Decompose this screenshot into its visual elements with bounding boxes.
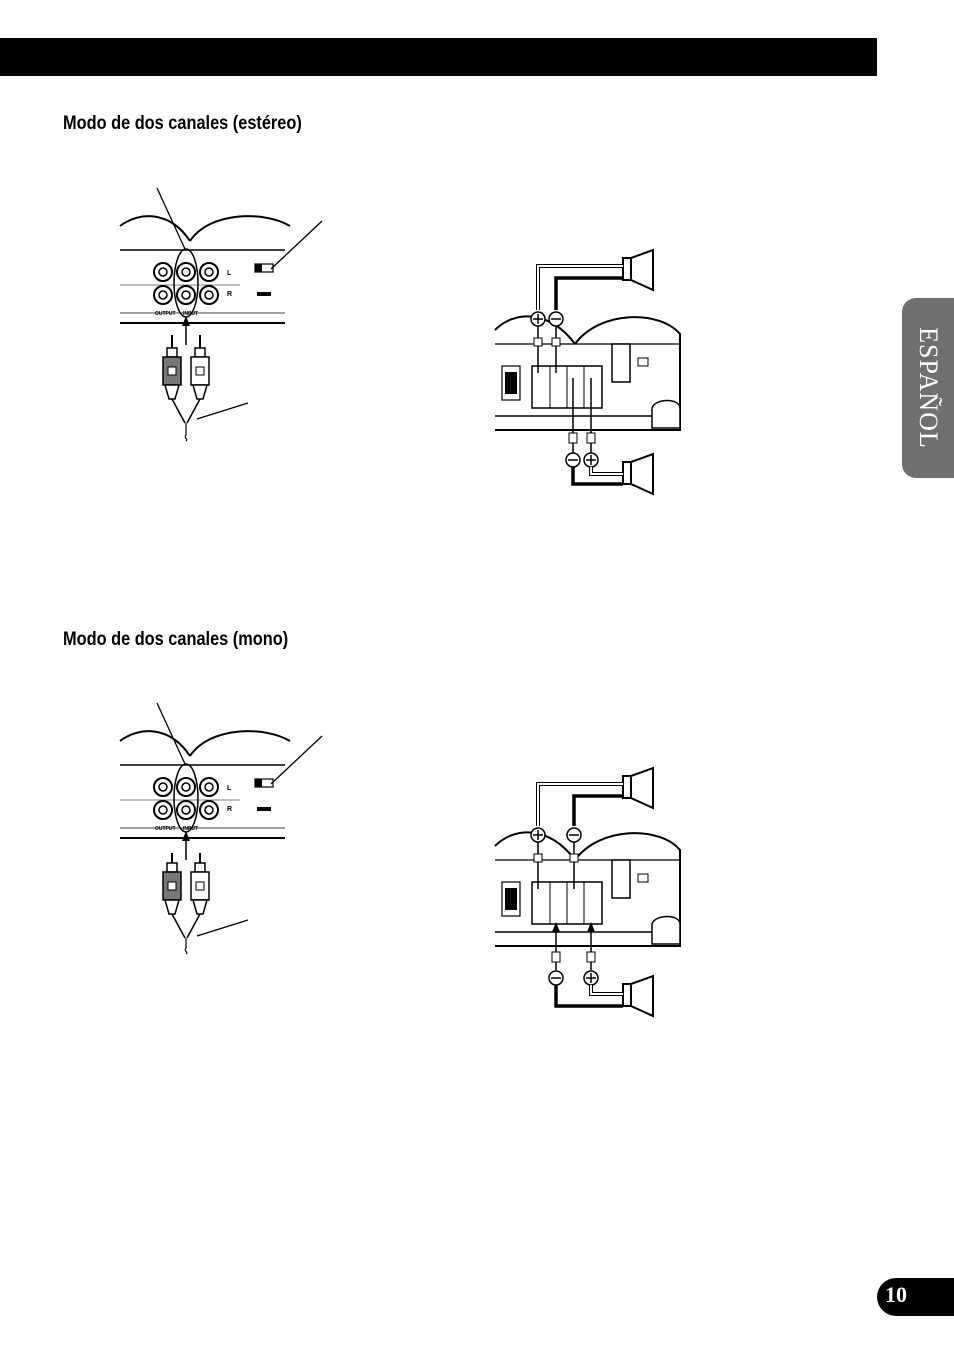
speaker-wiring-diagram-stereo: [494, 248, 681, 496]
speaker-icon: [622, 452, 654, 496]
input-jacks: [176, 777, 219, 820]
page-number: 10: [885, 1282, 907, 1307]
rca-plug-icon: [186, 853, 210, 939]
input-jack-highlight: [173, 763, 199, 833]
speaker-icon: [622, 766, 654, 810]
language-tab-label: ESPAÑOL: [914, 327, 943, 449]
speaker-icon: [622, 248, 654, 292]
input-label: INPUT: [183, 311, 198, 317]
section-title-stereo: Modo de dos canales (estéreo): [63, 113, 302, 134]
channel-label-l: L: [227, 270, 232, 277]
amplifier-icon: [494, 315, 681, 431]
page-number-badge: 10: [877, 1278, 954, 1316]
output-label: OUTPUT: [155, 826, 176, 832]
input-jack-highlight: [173, 248, 199, 318]
rca-plug-icon: [162, 853, 186, 939]
speaker-icon: [622, 974, 654, 1018]
output-label: OUTPUT: [155, 311, 176, 317]
rca-input-diagram-mono: L R OUTPUT INPUT: [119, 702, 323, 955]
rca-plug-icon: [162, 335, 186, 424]
channel-label-l: L: [227, 785, 232, 792]
output-jacks: [153, 262, 173, 305]
channel-label-r: R: [227, 291, 232, 298]
channel-label-r: R: [227, 806, 232, 813]
section-title-mono: Modo de dos canales (mono): [63, 629, 289, 650]
amplifier-icon: [494, 831, 681, 947]
input-label: INPUT: [183, 826, 198, 832]
speaker-wiring-diagram-mono: [494, 766, 681, 1018]
rca-input-diagram-stereo: L R OUTPUT INPUT: [119, 187, 323, 442]
output-jacks: [153, 777, 173, 820]
language-tab: ESPAÑOL: [902, 298, 954, 478]
rca-plug-icon: [186, 335, 210, 424]
header-bar: [0, 38, 877, 76]
input-jacks: [176, 262, 219, 305]
